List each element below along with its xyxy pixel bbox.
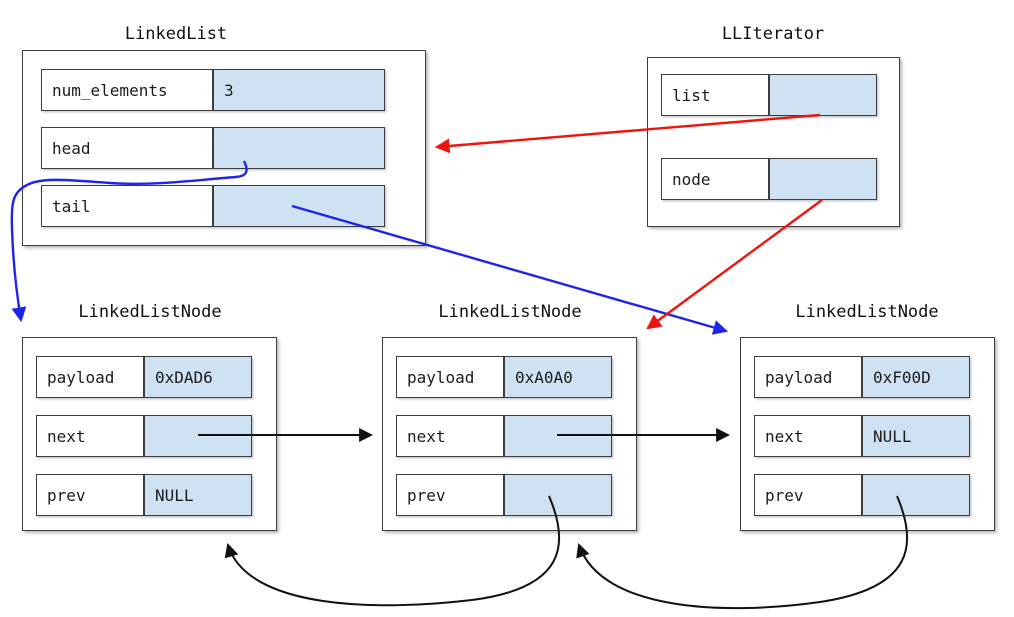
field-value: 0xA0A0 (505, 357, 611, 397)
iterator-title: LLIterator (721, 24, 825, 44)
iterator-field-list: list (661, 74, 877, 116)
field-value (214, 186, 384, 226)
field-value: 0xF00D (863, 357, 969, 397)
field-value (214, 128, 384, 168)
field-value (505, 416, 611, 456)
field-label: payload (37, 357, 145, 397)
node1-field-prev: prev NULL (36, 474, 252, 516)
field-label: prev (397, 475, 505, 515)
linkedlist-field-head: head (41, 127, 385, 169)
node1-box: payload 0xDAD6 next prev NULL (22, 337, 277, 531)
node2-field-payload: payload 0xA0A0 (396, 356, 612, 398)
node3-title: LinkedListNode (795, 302, 939, 322)
node3-field-prev: prev (754, 474, 970, 516)
field-value: 3 (214, 70, 384, 110)
field-label: list (662, 75, 770, 115)
node2-field-prev: prev (396, 474, 612, 516)
field-label: next (755, 416, 863, 456)
field-label: prev (755, 475, 863, 515)
field-label: payload (755, 357, 863, 397)
field-label: head (42, 128, 214, 168)
field-label: num_elements (42, 70, 214, 110)
node1-field-next: next (36, 415, 252, 457)
iterator-box: list node (647, 57, 900, 227)
node1-title: LinkedListNode (78, 302, 222, 322)
node2-title: LinkedListNode (438, 302, 582, 322)
linkedlist-field-num-elements: num_elements 3 (41, 69, 385, 111)
field-value (505, 475, 611, 515)
field-label: next (37, 416, 145, 456)
node3-field-next: next NULL (754, 415, 970, 457)
field-label: payload (397, 357, 505, 397)
node2-box: payload 0xA0A0 next prev (382, 337, 637, 531)
field-label: next (397, 416, 505, 456)
field-value: NULL (145, 475, 251, 515)
node1-field-payload: payload 0xDAD6 (36, 356, 252, 398)
field-label: prev (37, 475, 145, 515)
field-value (863, 475, 969, 515)
linkedlist-box: num_elements 3 head tail (22, 50, 426, 246)
node3-field-payload: payload 0xF00D (754, 356, 970, 398)
linkedlist-field-tail: tail (41, 185, 385, 227)
linkedlist-title: LinkedList (124, 24, 228, 44)
field-value: 0xDAD6 (145, 357, 251, 397)
field-value: NULL (863, 416, 969, 456)
field-label: node (662, 159, 770, 199)
field-value (145, 416, 251, 456)
field-value (770, 75, 876, 115)
node3-box: payload 0xF00D next NULL prev (740, 337, 995, 531)
iterator-field-node: node (661, 158, 877, 200)
field-value (770, 159, 876, 199)
field-label: tail (42, 186, 214, 226)
node2-field-next: next (396, 415, 612, 457)
